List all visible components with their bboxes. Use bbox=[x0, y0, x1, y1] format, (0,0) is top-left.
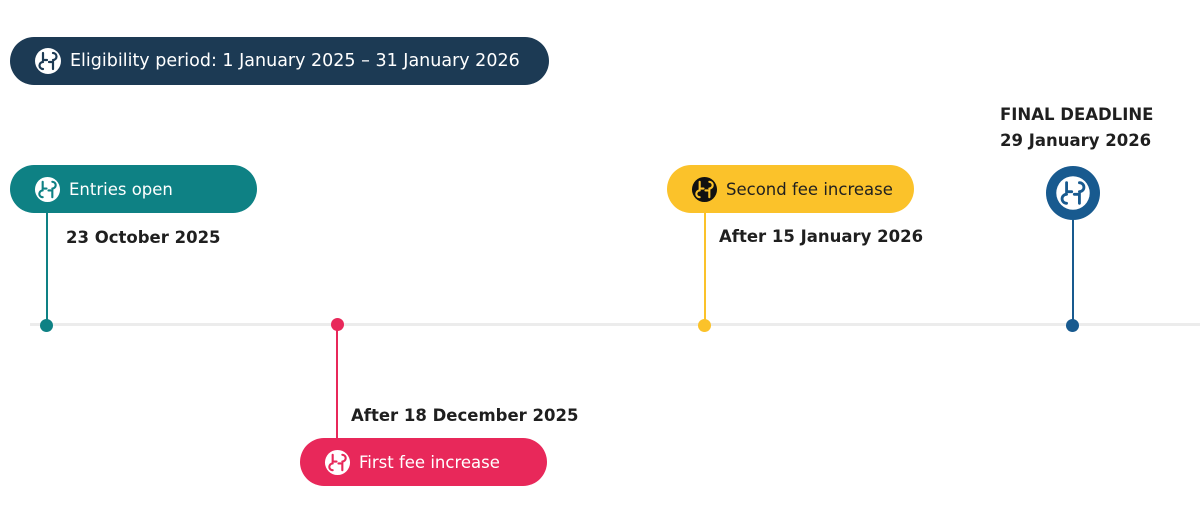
milestone-pill: First fee increase bbox=[300, 438, 547, 486]
logo-icon bbox=[34, 176, 61, 203]
timeline-dot bbox=[40, 319, 53, 332]
milestone-date: After 15 January 2026 bbox=[719, 227, 924, 246]
eligibility-pill: Eligibility period: 1 January 2025 – 31 … bbox=[10, 37, 549, 85]
logo-icon bbox=[324, 449, 351, 476]
milestone-date: 23 October 2025 bbox=[66, 228, 221, 247]
milestone-label: First fee increase bbox=[359, 452, 500, 472]
logo-icon bbox=[34, 47, 62, 75]
connector-line bbox=[336, 325, 338, 440]
milestone-label: Entries open bbox=[69, 179, 173, 199]
milestone-title: FINAL DEADLINE bbox=[1000, 105, 1154, 124]
milestone-date: After 18 December 2025 bbox=[351, 406, 579, 425]
milestone-label: Second fee increase bbox=[726, 179, 893, 199]
milestone-pill: Entries open bbox=[10, 165, 257, 213]
final-deadline-circle bbox=[1046, 166, 1100, 220]
connector-line bbox=[704, 212, 706, 324]
eligibility-label: Eligibility period: 1 January 2025 – 31 … bbox=[70, 51, 520, 71]
milestone-pill: Second fee increase bbox=[667, 165, 914, 213]
timeline-dot bbox=[331, 318, 344, 331]
connector-line bbox=[1072, 220, 1074, 324]
logo-icon bbox=[691, 176, 718, 203]
timeline-dot bbox=[1066, 319, 1079, 332]
logo-icon bbox=[1055, 175, 1091, 211]
connector-line bbox=[46, 212, 48, 324]
milestone-date: 29 January 2026 bbox=[1000, 131, 1152, 150]
timeline-axis bbox=[30, 323, 1200, 326]
timeline-dot bbox=[698, 319, 711, 332]
